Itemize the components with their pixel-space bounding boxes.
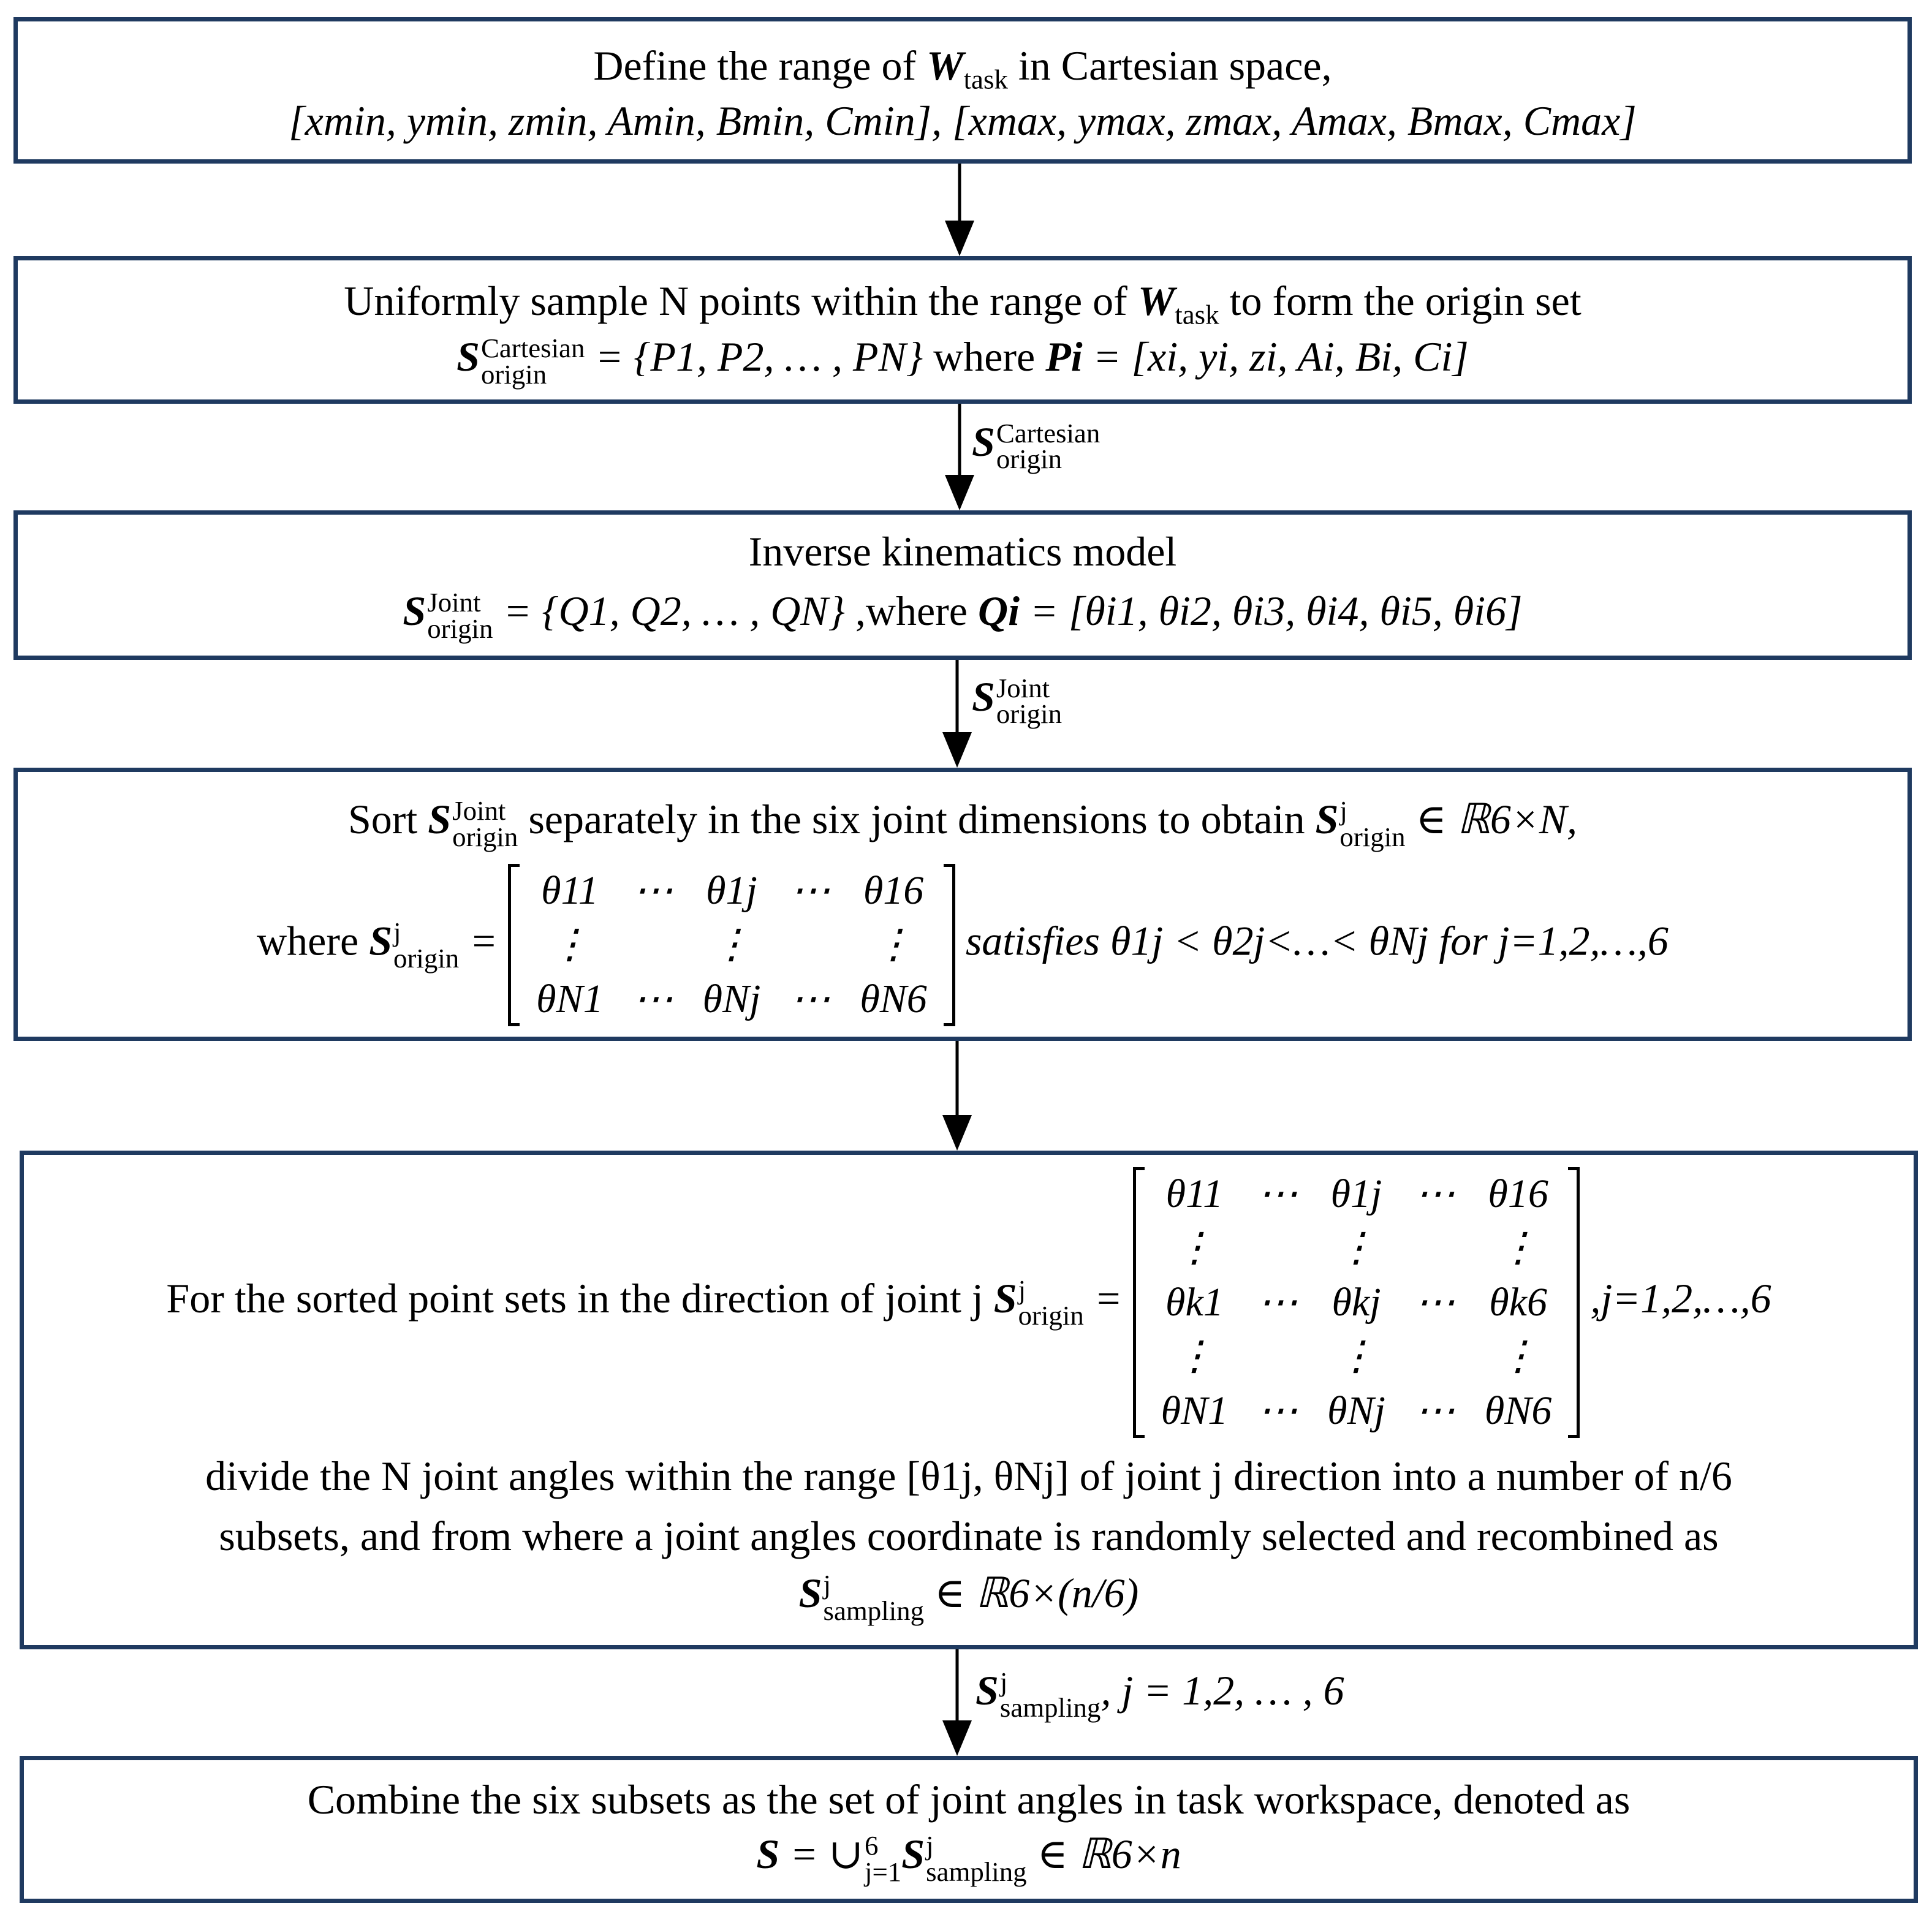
matrix5-cell: ⋯ (1257, 1171, 1298, 1216)
step6-line1: Combine the six subsets as the set of jo… (307, 1776, 1631, 1823)
arrow-2 (945, 403, 974, 510)
matrix4-cell (618, 918, 688, 972)
matrix5-cell: ⋯ (1257, 1388, 1298, 1433)
step5-line3: subsets, and from where a joint angles c… (219, 1513, 1719, 1559)
matrix5-cell: θ16 (1488, 1171, 1548, 1216)
step-combine-subsets: Combine the six subsets as the set of jo… (20, 1756, 1918, 1903)
matrix4-cell: θ11 (541, 868, 599, 913)
matrix4-cell (775, 918, 845, 972)
step1-range: [xmin, ymin, zmin, Amin, Bmin, Cmin], [x… (289, 97, 1637, 144)
matrix5-cell: ⋯ (1414, 1171, 1455, 1216)
matrix4-cell: ⋮ (549, 922, 590, 967)
matrix4-cell: θN1 (536, 976, 604, 1021)
matrix5-cell: θ1j (1330, 1171, 1382, 1216)
step5-line2: divide the N joint angles within the ran… (205, 1453, 1732, 1499)
matrix5-cell: θk6 (1489, 1279, 1547, 1325)
step-uniform-sampling: Uniformly sample N points within the ran… (13, 256, 1912, 404)
sorted-joint-matrix: θ11 ⋯ θ1j ⋯ θ16 ⋮ ⋮ ⋮ θN1 ⋯ θNj ⋯ θN6 (508, 864, 955, 1027)
matrix5-cell: θk1 (1165, 1279, 1224, 1325)
matrix5-cell: ⋮ (1498, 1225, 1539, 1271)
step3-title: Inverse kinematics model (748, 528, 1177, 575)
matrix4-cell: θN6 (860, 976, 927, 1021)
matrix5-cell (1400, 1221, 1470, 1275)
matrix5-cell: ⋮ (1498, 1334, 1539, 1379)
matrix5-cell: ⋯ (1414, 1388, 1455, 1433)
arrow-5 (942, 1648, 972, 1756)
arrow-1 (945, 162, 974, 256)
arrow-3 (942, 659, 972, 768)
matrix4-cell: ⋯ (632, 868, 673, 913)
matrix5-cell: θkj (1332, 1279, 1381, 1325)
matrix4-cell: ⋮ (711, 922, 752, 967)
matrix5-cell: ⋮ (1174, 1334, 1215, 1379)
matrix5-cell: ⋯ (1257, 1279, 1298, 1325)
step-define-range: Define the range of Wtask in Cartesian s… (13, 17, 1912, 164)
joint-direction-matrix: θ11 ⋯ θ1j ⋯ θ16 ⋮ ⋮ ⋮ θk1 ⋯ θkj ⋯ θk6 ⋮ ⋮ ⋮ θN1 ⋯ θNj ⋯ θN6 (1132, 1167, 1580, 1439)
step1-line1: Define the range of Wtask in Cartesian s… (593, 42, 1332, 95)
matrix4-cell: ⋮ (873, 922, 914, 967)
matrix5-cell: θNj (1327, 1388, 1385, 1433)
matrix4-cell: ⋯ (790, 868, 831, 913)
matrix5-cell (1400, 1330, 1470, 1383)
matrix4-cell: θ1j (706, 868, 757, 913)
matrix5-cell (1243, 1330, 1313, 1383)
matrix5-cell: θN1 (1161, 1388, 1229, 1433)
matrix4-cell: θ16 (863, 868, 924, 913)
arrow-4 (942, 1040, 972, 1151)
matrix5-cell: ⋮ (1336, 1334, 1377, 1379)
matrix5-cell: ⋮ (1336, 1225, 1377, 1271)
matrix5-cell: ⋮ (1174, 1225, 1215, 1271)
matrix5-cell (1243, 1221, 1313, 1275)
step5-line1: For the sorted point sets in the directi… (24, 1167, 1914, 1439)
matrix5-cell: θN6 (1484, 1388, 1552, 1433)
step2-line1: Uniformly sample N points within the ran… (344, 278, 1582, 330)
matrix5-cell: θ11 (1165, 1171, 1224, 1216)
matrix4-cell: θNj (702, 976, 761, 1021)
matrix5-cell: ⋯ (1414, 1279, 1455, 1325)
step-divide-subsets: For the sorted point sets in the directi… (20, 1151, 1918, 1649)
matrix4-cell: ⋯ (790, 976, 831, 1021)
matrix4-cell: ⋯ (632, 976, 673, 1021)
